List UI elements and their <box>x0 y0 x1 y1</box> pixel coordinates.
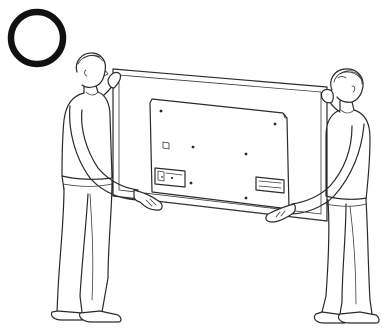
mount-hole <box>190 182 193 185</box>
mount-hole <box>245 197 248 200</box>
mount-hole <box>274 123 277 126</box>
mount-hole <box>245 153 248 156</box>
correct-mark-icon <box>11 12 63 64</box>
mount-hole <box>192 146 195 149</box>
mount-hole <box>160 110 163 113</box>
